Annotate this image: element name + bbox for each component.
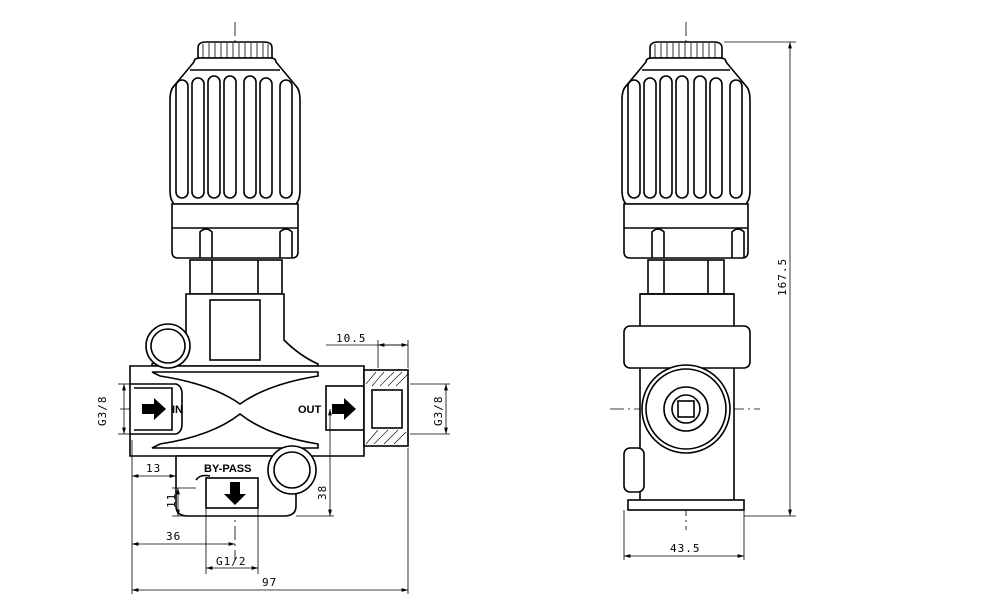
dim-bypass-center: 36 [166,530,181,543]
dim-overall-height: 167.5 [776,258,789,296]
front-view: IN OUT [96,22,450,594]
plug-top-left [145,323,191,369]
plug-bottom-right [267,445,317,495]
dim-bypass-vertical: 38 [316,485,329,500]
side-dimensions: 43.5 167.5 [623,41,796,560]
dim-in-offset: 13 [146,462,161,475]
dim-side-width: 43.5 [670,542,701,555]
knob [169,41,301,259]
side-knob [621,41,751,259]
bypass-label: BY-PASS [204,463,251,475]
bypass-port: BY-PASS [195,463,259,509]
dim-bypass-height: 11 [165,493,178,508]
out-port: OUT [298,369,409,447]
in-port: IN [130,383,183,435]
side-view: 43.5 167.5 [610,22,796,560]
front-dimensions: G3/8 10.5 G3/8 13 11 36 [96,332,450,594]
dim-out-offset: 10.5 [336,332,367,345]
dim-out-thread: G3/8 [432,396,445,427]
side-nut [647,259,725,295]
in-label: IN [172,404,183,416]
dim-bypass-thread: G1/2 [216,555,247,568]
dim-in-thread: G3/8 [96,396,109,427]
side-body [623,293,751,511]
hex-nut [189,259,283,295]
dim-overall-width: 97 [262,576,277,589]
out-label: OUT [298,404,322,416]
